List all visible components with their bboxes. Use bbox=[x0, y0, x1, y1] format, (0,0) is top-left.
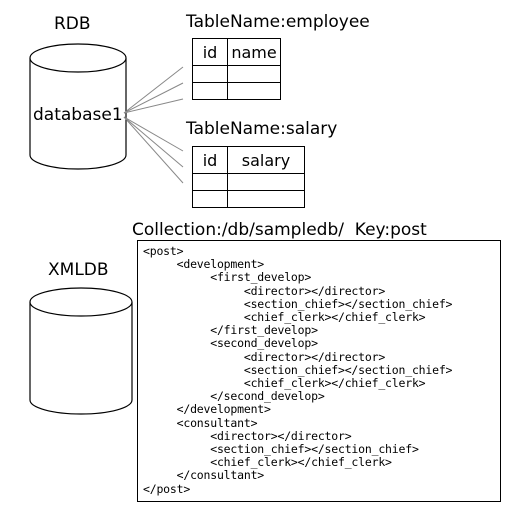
table-cell bbox=[227, 65, 281, 83]
xml-line: </consultant> bbox=[143, 468, 265, 483]
xml-line: </development> bbox=[143, 402, 271, 417]
xml-line: <consultant> bbox=[143, 415, 258, 430]
xml-line: </post> bbox=[143, 481, 191, 496]
xml-line: <director></director> bbox=[143, 349, 386, 364]
xml-document-box: <post> <development> <first_develop> <di… bbox=[137, 240, 501, 502]
xml-line: <post> bbox=[143, 244, 184, 258]
rdb-label: RDB bbox=[54, 14, 91, 34]
xml-line: <director></director> bbox=[143, 428, 352, 443]
rdb-cylinder bbox=[29, 43, 127, 170]
table-cell bbox=[192, 65, 228, 83]
table-cell bbox=[227, 173, 305, 191]
xml-line: <second_develop> bbox=[143, 336, 318, 351]
xml-line: <development> bbox=[143, 257, 265, 272]
xml-line: <chief_clerk></chief_clerk> bbox=[143, 310, 426, 324]
table-cell bbox=[227, 82, 281, 100]
database-label: database1 bbox=[33, 105, 123, 125]
xml-line: <section_chief></section_chief> bbox=[143, 362, 453, 377]
table-cell bbox=[192, 173, 228, 191]
table-employee: id name bbox=[192, 38, 281, 100]
xml-line: <chief_clerk></chief_clerk> bbox=[143, 455, 392, 470]
column-header: salary bbox=[227, 146, 305, 174]
table-title-employee: TableName:employee bbox=[186, 12, 370, 32]
connector-lines bbox=[123, 66, 184, 184]
xmldb-cylinder bbox=[29, 287, 133, 415]
xmldb-label: XMLDB bbox=[48, 260, 109, 280]
table-cell bbox=[227, 190, 305, 208]
table-cell bbox=[192, 82, 228, 100]
xml-line: <first_develop> bbox=[143, 270, 312, 285]
xml-line: </second_develop> bbox=[143, 389, 325, 404]
xml-line: <director></director> bbox=[143, 283, 386, 298]
column-header: id bbox=[192, 146, 228, 174]
table-title-salary: TableName:salary bbox=[186, 119, 338, 139]
xml-line: </first_develop> bbox=[143, 323, 318, 338]
column-header: name bbox=[227, 38, 281, 66]
column-header: id bbox=[192, 38, 228, 66]
collection-label: Collection:/db/sampledb/ Key:post bbox=[132, 220, 427, 240]
xml-line: <section_chief></section_chief> bbox=[143, 296, 453, 311]
xml-line: <section_chief></section_chief> bbox=[143, 442, 419, 456]
table-salary: id salary bbox=[192, 146, 305, 208]
table-cell bbox=[192, 190, 228, 208]
xml-line: <chief_clerk></chief_clerk> bbox=[143, 376, 426, 390]
